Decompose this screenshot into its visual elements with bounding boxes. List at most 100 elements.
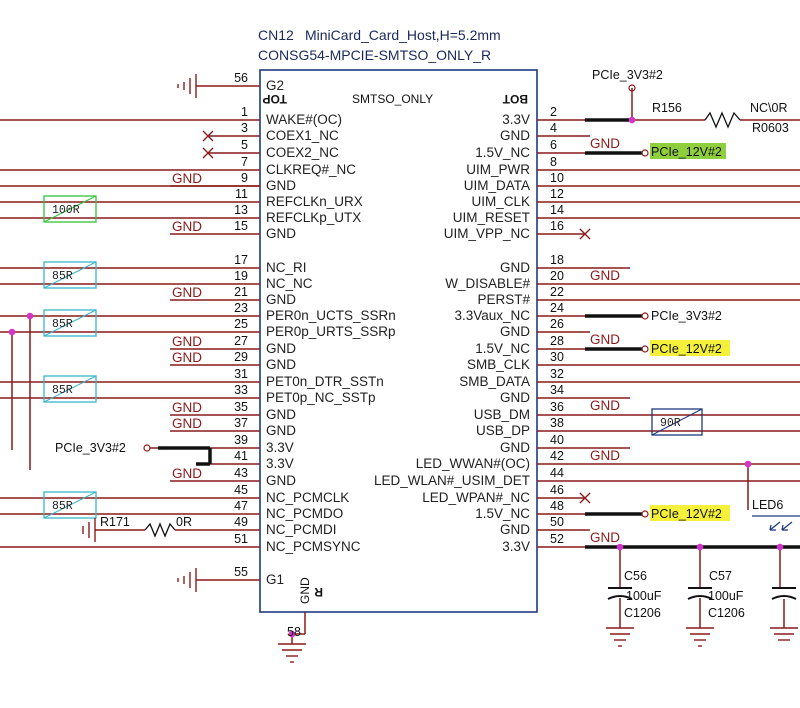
box-85r-3: 85R [43, 375, 97, 403]
pin-name-left: PET0p_NC_SSTp [266, 390, 376, 405]
gnd-label: GND [590, 332, 620, 347]
connector-part: CONSG54-MPCIE-SMTSO_ONLY_R [258, 47, 491, 63]
svg-text:R0603: R0603 [752, 121, 789, 135]
pin-number-left: 21 [234, 285, 248, 299]
pin-number-left: 35 [234, 400, 248, 414]
gnd-label: GND [590, 136, 620, 151]
connector-title: MiniCard_Card_Host,H=5.2mm [305, 27, 501, 43]
chip-top-label: TOP [263, 92, 287, 106]
pin-number-left: 31 [234, 367, 248, 381]
pin-number-left: 15 [234, 219, 248, 233]
pin-name-left: PER0p_URTS_SSRp [266, 324, 396, 339]
ground-icon [686, 627, 714, 647]
svg-text:90R: 90R [660, 417, 681, 430]
pin-name-left: GND [266, 423, 296, 438]
pin-number-right: 48 [550, 499, 564, 513]
pin-name-left: NC_PCMCLK [266, 490, 349, 505]
pin-name-left: REFCLKp_UTX [266, 210, 361, 225]
pin-name-left: GND [266, 357, 296, 372]
gnd-label: GND [590, 398, 620, 413]
wiring [0, 85, 800, 644]
net-pcie12v-2: PCIe_12V#2 [651, 342, 722, 356]
pin-number-left: 13 [234, 203, 248, 217]
svg-text:LED6: LED6 [752, 498, 783, 512]
box-85r-1: 85R [43, 261, 97, 289]
box-90r: 90R [651, 408, 703, 436]
pin-name-left: REFCLKn_URX [266, 194, 363, 209]
ground-symbols [82, 74, 798, 663]
pin-number-right: 34 [550, 383, 564, 397]
pin-name-right: 3.3Vaux_NC [454, 308, 530, 323]
gnd-label: GND [172, 285, 202, 300]
pin-name-left: NC_PCMDO [266, 506, 343, 521]
pin-number-right: 24 [550, 301, 564, 315]
gnd-label: GND [172, 334, 202, 349]
pin-number-left: 47 [234, 499, 248, 513]
pin-number-right: 26 [550, 317, 564, 331]
pin-name-left: PET0n_DTR_SSTn [266, 374, 384, 389]
gnd-label: GND [172, 466, 202, 481]
pin-number-left: 27 [234, 334, 248, 348]
ground-icon [278, 643, 306, 663]
capacitors: C56 100uF C1206 C57 100uF C1206 [607, 569, 797, 628]
gnd-label: GND [590, 448, 620, 463]
pin-name-left: COEX2_NC [266, 145, 339, 160]
power-net-labels: PCIe_3V3#2 PCIe_12V#2 PCIe_3V3#2 PCIe_12… [55, 68, 730, 521]
pin-name-right: GND [500, 128, 530, 143]
capacitor-partial [771, 587, 797, 628]
net-pcie3v3-2: PCIe_3V3#2 [651, 309, 722, 323]
pin-number-left: 1 [241, 105, 248, 119]
pin-name-left: GND [266, 226, 296, 241]
pin-name-right: USB_DM [474, 407, 530, 422]
connector-ref: CN12 [258, 27, 294, 43]
led-arrow-icon [769, 521, 793, 531]
pin-number-left: 55 [234, 565, 248, 579]
pin-number-left: 33 [234, 383, 248, 397]
svg-text:NC\0R: NC\0R [750, 101, 788, 115]
pin-number-left: 9 [241, 171, 248, 185]
ground-icon [770, 627, 798, 641]
pin-name-right: PERST# [477, 292, 530, 307]
box-100r: 100R [43, 195, 97, 223]
pin-name-left: GND [266, 473, 296, 488]
gnd-label: GND [590, 268, 620, 283]
svg-text:100uF: 100uF [626, 589, 662, 603]
pin-name-left: G1 [266, 572, 284, 587]
pin-name-right: GND [500, 522, 530, 537]
pin-name-right: GND [500, 260, 530, 275]
highlight-yellow-2 [650, 505, 730, 521]
pin-name-right: USB_DP [476, 423, 530, 438]
svg-text:85R: 85R [52, 500, 73, 513]
net-pcie3v3-top: PCIe_3V3#2 [592, 68, 663, 82]
pin-number-left: 3 [241, 121, 248, 135]
net-pcie3v3-left: PCIe_3V3#2 [55, 441, 126, 455]
ground-icon [177, 74, 197, 98]
svg-text:R171: R171 [100, 515, 130, 529]
pin-num-58: 58 [287, 625, 301, 639]
pin-number-left: 37 [234, 416, 248, 430]
svg-text:C56: C56 [624, 569, 647, 583]
pin-name-left: NC_PCMDI [266, 522, 337, 537]
pin-number-left: 51 [234, 532, 248, 546]
pin-number-right: 12 [550, 187, 564, 201]
pin-number-left: 17 [234, 253, 248, 267]
pin-name-right: 3.3V [502, 539, 530, 554]
pin-number-right: 8 [550, 155, 557, 169]
pin-name-right: SMB_CLK [467, 357, 530, 372]
pin-name-right: UIM_DATA [464, 178, 530, 193]
svg-text:C1206: C1206 [624, 606, 661, 620]
resistor-r156: R156 NC\0R R0603 [652, 101, 789, 135]
capacitor-c57: C57 100uF C1206 [687, 569, 745, 620]
pin-number-right: 52 [550, 532, 564, 546]
pin-number-right: 22 [550, 285, 564, 299]
pin-name-right: LED_WLAN#_USIM_DET [374, 473, 530, 488]
pin-number-right: 36 [550, 400, 564, 414]
pin-number-left: 23 [234, 301, 248, 315]
pin-name-right: GND [500, 440, 530, 455]
pin-number-right: 32 [550, 367, 564, 381]
svg-text:100uF: 100uF [708, 589, 744, 603]
svg-text:R156: R156 [652, 101, 682, 115]
pin-number-right: 30 [550, 350, 564, 364]
gnd-label: GND [172, 171, 202, 186]
